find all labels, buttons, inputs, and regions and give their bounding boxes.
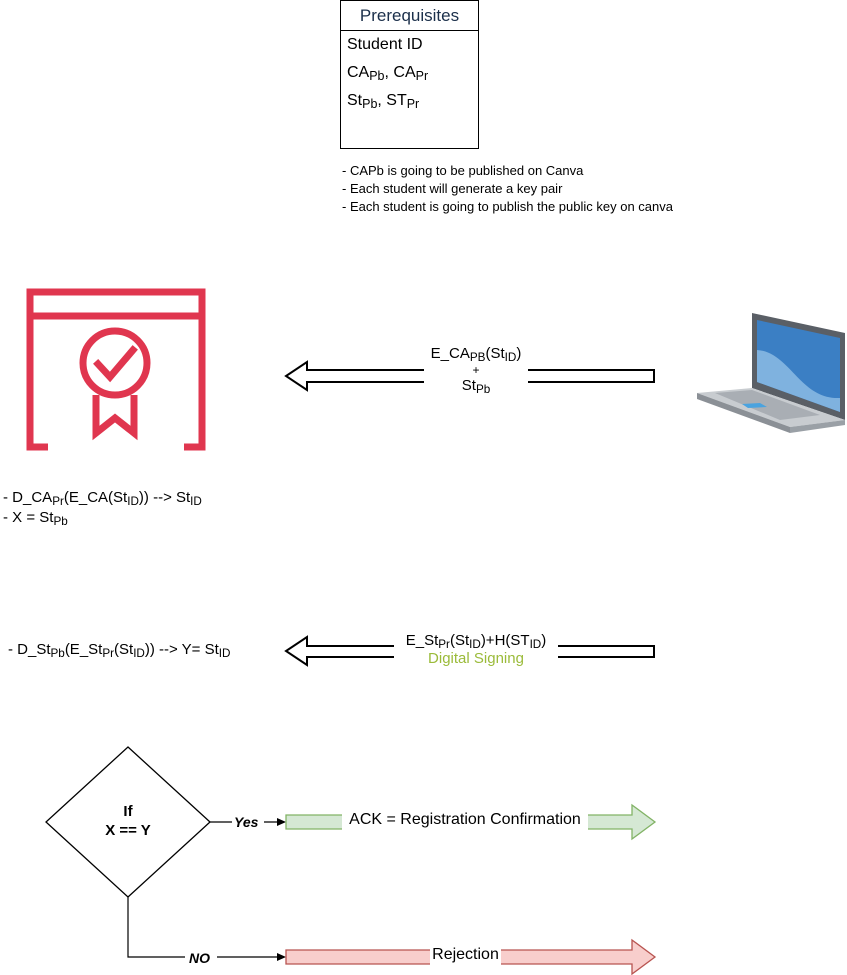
ca-pb-sub: Pb: [369, 69, 385, 84]
prerequisites-title: Prerequisites: [341, 1, 478, 31]
t: - X = St: [3, 509, 54, 526]
t: Pr: [52, 494, 64, 508]
t: E_St: [405, 632, 439, 649]
t: - D_St: [8, 641, 51, 658]
note-item: - Each student will generate a key pair: [342, 181, 563, 196]
note-item: - Each student is going to publish the p…: [342, 199, 673, 214]
arrow1-line1: E_CAPB(StID): [424, 345, 528, 363]
ca-step-1: - D_CAPr(E_CA(StID)) --> StID: [3, 488, 202, 508]
ca-key-label-2: CA: [393, 64, 416, 81]
t: (St: [485, 345, 505, 362]
arrow1-plus: +: [472, 363, 480, 377]
notes: - CAPb is going to be published on Canva…: [342, 162, 692, 216]
reject-label-bg: [430, 945, 501, 967]
ack-label-bg: [342, 810, 588, 832]
decision-text: If X == Y: [78, 802, 178, 840]
t: ID: [190, 494, 202, 508]
certificate-icon: [26, 288, 206, 451]
ca-step-2: - X = StPb: [3, 508, 202, 528]
t: E_CA: [430, 345, 470, 362]
no-label: NO: [189, 950, 210, 966]
t: Pr: [102, 646, 115, 660]
t: ID: [218, 646, 231, 660]
note-item: - CAPb is going to be published on Canva: [342, 163, 584, 178]
t: ID: [529, 637, 542, 651]
st-key-label-2: ST: [386, 92, 407, 109]
prereq-student-id: Student ID: [347, 36, 423, 53]
laptop-icon: [697, 313, 845, 433]
t: St: [461, 377, 476, 394]
t: )) --> St: [138, 489, 191, 506]
st-key-label: St: [347, 92, 363, 109]
t: (St: [449, 632, 470, 649]
st-pr-sub: Pr: [406, 97, 420, 112]
ca-decrypt-steps: - D_CAPr(E_CA(StID)) --> StID - X = StPb: [3, 488, 202, 528]
t: ID: [133, 646, 145, 660]
verify-step: - D_StPb(E_StPr(StID)) --> Y= StID: [8, 640, 230, 660]
sep: ,: [377, 92, 387, 109]
t: )) --> Y= St: [144, 641, 219, 658]
no-label-bg: [185, 949, 217, 967]
t: Pb: [475, 382, 491, 396]
reject-label: Rejection: [432, 946, 499, 963]
decision-line1: If: [123, 803, 133, 820]
t: ): [516, 345, 522, 362]
arrow2-label: E_StPr(StID)+H(STID) Digital Signing: [394, 632, 558, 668]
arrow2-label-bg: [394, 632, 558, 674]
t: ID: [127, 494, 139, 508]
t: ID: [504, 350, 517, 364]
prereq-st-keys: StPb, STPr: [341, 87, 478, 115]
arrow1-label: E_CAPB(StID) + StPb: [424, 345, 528, 395]
t: (St: [114, 641, 134, 658]
t: PB: [469, 350, 486, 364]
digital-signing-caption: Digital Signing: [428, 650, 524, 667]
sep: ,: [384, 64, 394, 81]
no-arrowhead: [277, 953, 286, 961]
t: Pb: [53, 514, 68, 528]
decision-line2: X == Y: [105, 822, 151, 839]
yes-label-bg: [232, 813, 264, 831]
ack-label: ACK = Registration Confirmation: [349, 811, 581, 828]
arrow2-line1: E_StPr(StID)+H(STID): [394, 632, 558, 650]
t: ID: [469, 637, 481, 651]
no-connector: [127, 897, 280, 958]
t: (E_St: [64, 641, 103, 658]
t: ): [541, 632, 547, 649]
t: Pb: [50, 646, 65, 660]
ca-key-label: CA: [347, 64, 370, 81]
prerequisites-box: Prerequisites Student ID CAPb, CAPr StPb…: [340, 0, 479, 149]
t: (E_CA(St: [63, 489, 128, 506]
t: Pr: [438, 637, 450, 651]
ca-pr-sub: Pr: [415, 69, 429, 84]
prereq-ca-keys: CAPb, CAPr: [341, 59, 478, 87]
arrow1-label-bg: [424, 340, 528, 410]
yes-label: Yes: [234, 814, 259, 830]
st-pb-sub: Pb: [362, 97, 378, 112]
t: )+H(ST: [480, 632, 530, 649]
yes-arrowhead: [277, 818, 286, 826]
arrow1-line3: StPb: [424, 377, 528, 395]
t: - D_CA: [3, 489, 53, 506]
